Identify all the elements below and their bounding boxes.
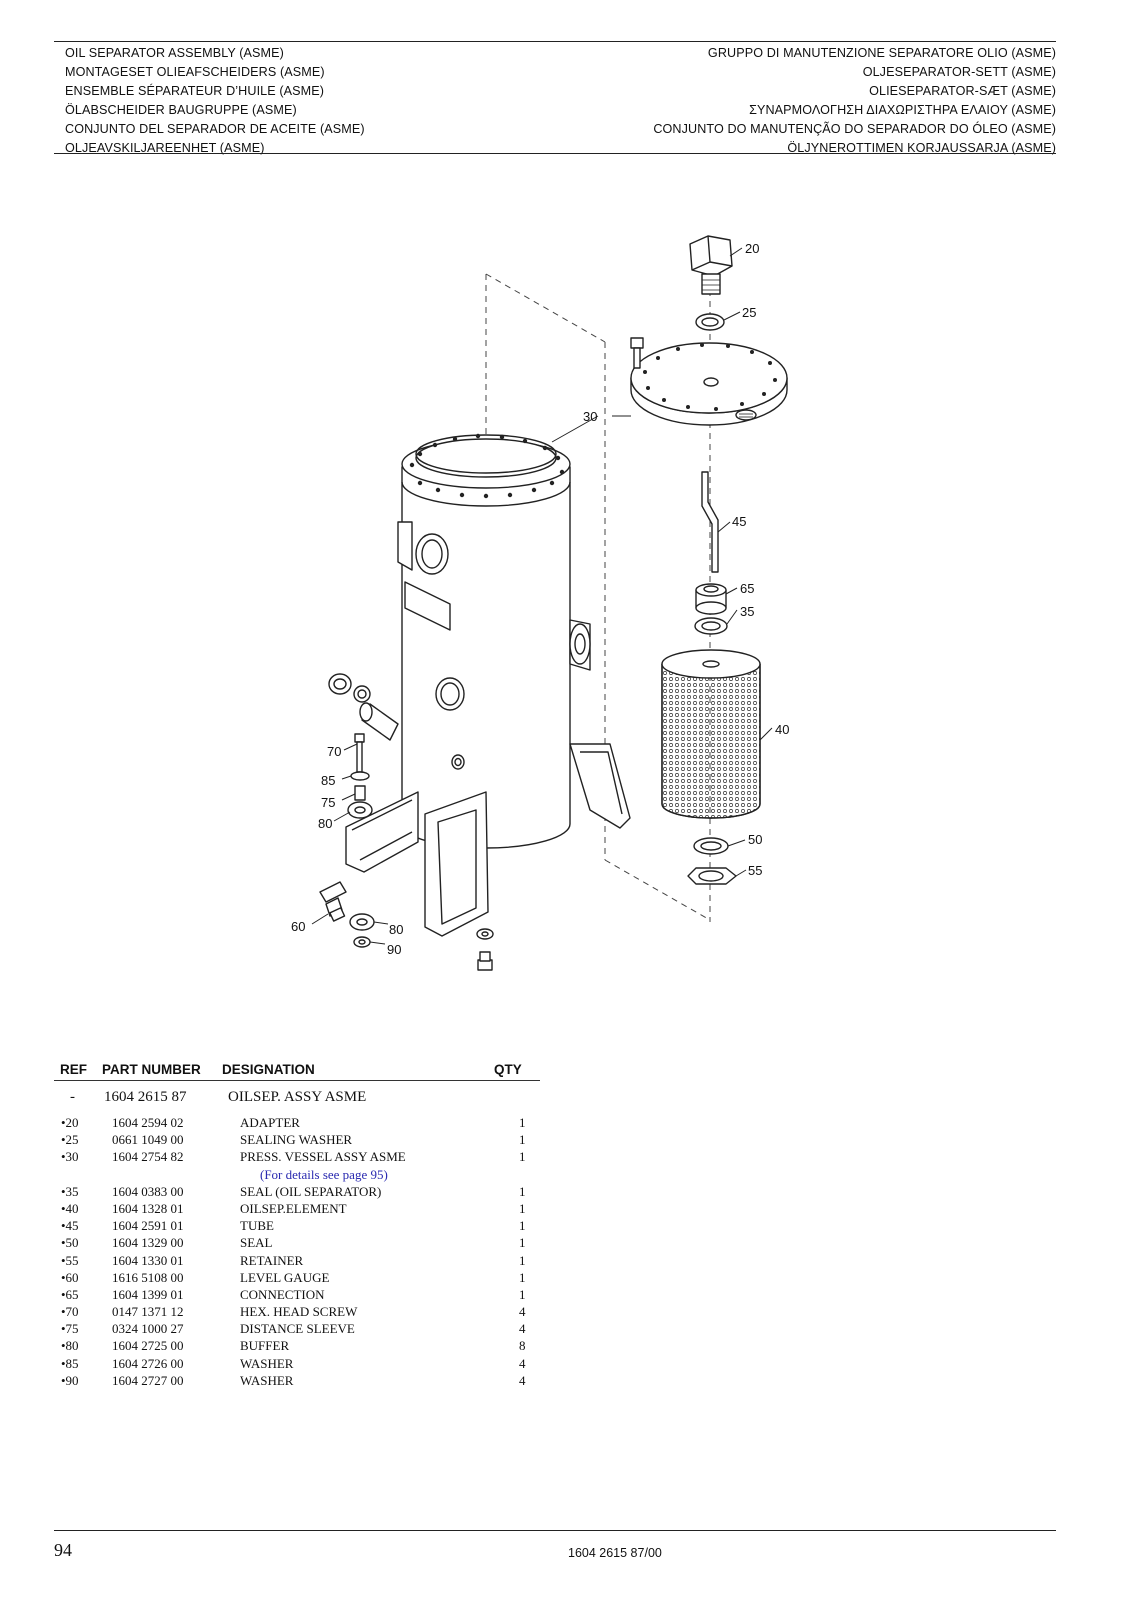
table-row: •45 1604 2591 01 TUBE 1	[61, 1218, 526, 1234]
header-bottom-rule	[54, 153, 1056, 154]
title-pt: CONJUNTO DO MANUTENÇÃO DO SEPARADOR DO Ó…	[653, 122, 1056, 136]
callout-35: 35	[740, 604, 754, 619]
callout-90: 90	[387, 942, 401, 957]
table-row: •85 1604 2726 00 WASHER 4	[61, 1355, 526, 1371]
callout-60: 60	[291, 919, 305, 934]
connection-fitting	[695, 583, 727, 615]
retainer	[687, 867, 737, 885]
mounting-hardware-stack	[347, 733, 373, 819]
callout-55: 55	[748, 863, 762, 878]
callout-30: 30	[583, 409, 597, 424]
title-el: ΣΥΝΑΡΜΟΛΟΓΗΣΗ ΔΙΑΧΩΡΙΣΤΗΡΑ ΕΛΑΙΟΥ (ASME)	[749, 103, 1056, 117]
table-row: •50 1604 1329 00 SEAL 1	[61, 1235, 526, 1251]
oil-separator-element	[661, 649, 761, 819]
seal-oil-separator	[694, 617, 728, 635]
callout-70: 70	[327, 744, 341, 759]
callout-20: 20	[745, 241, 759, 256]
level-gauge	[319, 881, 347, 922]
table-row	[54, 1390, 540, 1407]
header-ref: REF	[60, 1062, 87, 1077]
table-row: •75 0324 1000 27 DISTANCE SLEEVE 4	[61, 1321, 526, 1337]
see-page-reference-link[interactable]: (For details see page 95)	[260, 1166, 388, 1182]
title-fr: ENSEMBLE SÉPARATEUR D’HUILE (ASME)	[65, 84, 325, 98]
table-row: •30 1604 2754 82 PRESS. VESSEL ASSY ASME…	[61, 1149, 526, 1165]
callout-50: 50	[748, 832, 762, 847]
header-qty: QTY	[494, 1062, 522, 1077]
table-header: REF PART NUMBER DESIGNATION QTY	[54, 1060, 540, 1081]
footer-rule	[54, 1530, 1056, 1531]
callout-85: 85	[321, 773, 335, 788]
title-de: ÖLABSCHEIDER BAUGRUPPE (ASME)	[65, 103, 297, 117]
title-nl: MONTAGESET OLIEAFSCHEIDERS (ASME)	[65, 65, 325, 79]
title-no: OLJESEPARATOR-SETT (ASME)	[862, 65, 1056, 79]
cover-bolt	[630, 337, 644, 369]
table-row: •65 1604 1399 01 CONNECTION 1	[61, 1286, 526, 1302]
tube	[701, 471, 719, 573]
vessel-legs	[345, 743, 631, 937]
table-row: •70 0147 1371 12 HEX. HEAD SCREW 4	[61, 1304, 526, 1320]
callout-80-lower: 80	[389, 922, 403, 937]
header-designation: DESIGNATION	[222, 1062, 315, 1077]
buffer-and-washer	[349, 913, 375, 948]
table-row: •55 1604 1330 01 RETAINER 1	[61, 1252, 526, 1268]
pressure-vessel	[397, 433, 591, 849]
callout-45: 45	[732, 514, 746, 529]
cover-plate	[630, 342, 788, 426]
header-top-rule	[54, 41, 1056, 42]
header-part-number: PART NUMBER	[102, 1062, 201, 1077]
title-es: CONJUNTO DEL SEPARADOR DE ACEITE (ASME)	[65, 122, 365, 136]
gauge-connection-parts	[328, 673, 399, 741]
callout-75: 75	[321, 795, 335, 810]
adapter	[689, 235, 733, 295]
header-titles-right: GRUPPO DI MANUTENZIONE SEPARATORE OLIO (…	[653, 44, 1056, 158]
table-row: •60 1616 5108 00 LEVEL GAUGE 1	[61, 1269, 526, 1285]
table-row: •35 1604 0383 00 SEAL (OIL SEPARATOR) 1	[61, 1183, 526, 1199]
exploded-view-drawing: 20 25 30 45 65 35 40 50 55 70 85 75 80 6…	[291, 235, 789, 971]
callout-65: 65	[740, 581, 754, 596]
table-row: •40 1604 1328 01 OILSEP.ELEMENT 1	[61, 1200, 526, 1216]
callout-80-upper: 80	[318, 816, 332, 831]
table-row: •90 1604 2727 00 WASHER 4	[61, 1372, 526, 1388]
page-number: 94	[54, 1540, 72, 1560]
title-fi: ÖLJYNEROTTIMEN KORJAUSSARJA (ASME)	[787, 141, 1056, 155]
callout-25: 25	[742, 305, 756, 320]
title-sv: OLJEAVSKILJAREENHET (ASME)	[65, 141, 265, 155]
title-it: GRUPPO DI MANUTENZIONE SEPARATORE OLIO (…	[707, 46, 1056, 60]
table-row: •80 1604 2725 00 BUFFER 8	[61, 1338, 526, 1354]
assembly-row: - 1604 2615 87 OILSEP. ASSY ASME	[70, 1089, 367, 1105]
callout-40: 40	[775, 722, 789, 737]
header-titles-left: OIL SEPARATOR ASSEMBLY (ASME) MONTAGESET…	[65, 44, 365, 158]
table-row: •20 1604 2594 02 ADAPTER 1	[61, 1115, 526, 1130]
leader-lines	[311, 247, 773, 945]
sealing-washer	[695, 313, 725, 331]
title-en: OIL SEPARATOR ASSEMBLY (ASME)	[65, 46, 284, 60]
table-row: •25 0661 1049 00 SEALING WASHER 1	[61, 1132, 526, 1148]
title-da: OLIESEPARATOR-SÆT (ASME)	[869, 84, 1056, 98]
drain-plug	[476, 928, 494, 971]
parts-table: REF PART NUMBER DESIGNATION QTY - 1604 2…	[54, 1060, 540, 1407]
document-code: 1604 2615 87/00	[568, 1546, 662, 1560]
seal	[693, 837, 729, 855]
